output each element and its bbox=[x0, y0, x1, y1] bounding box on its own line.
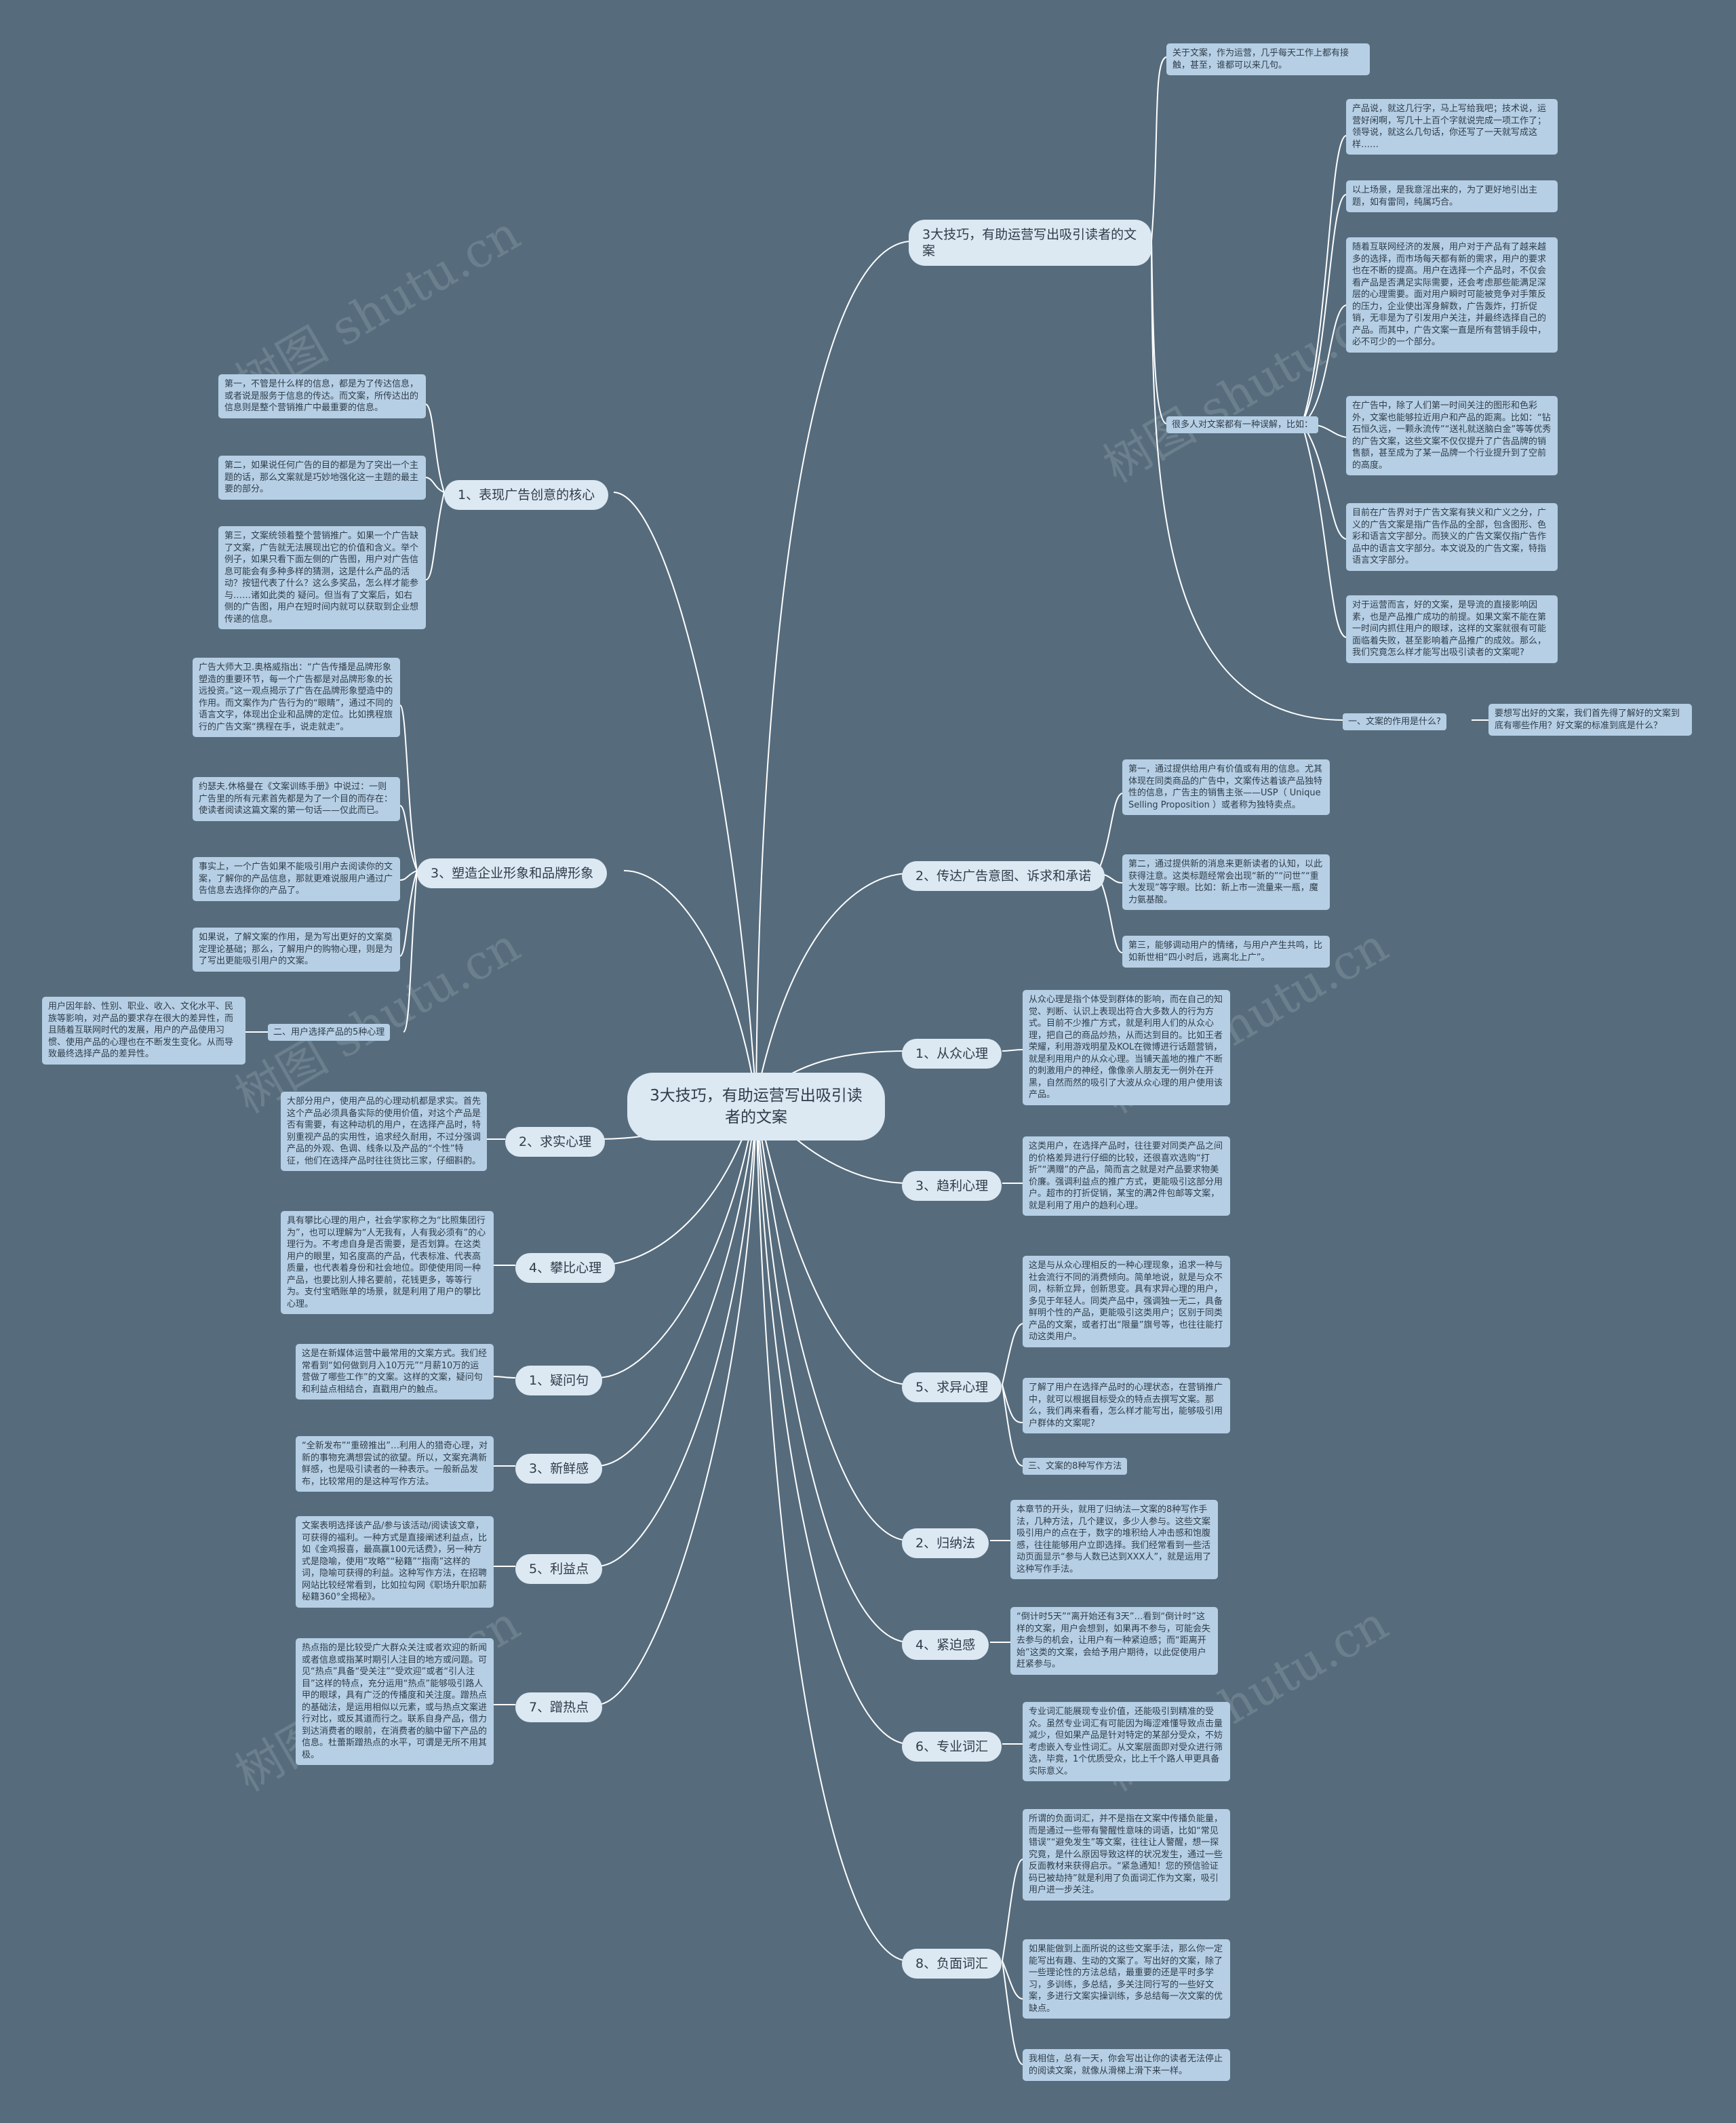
leaf-r4[interactable]: 这类用户，在选择产品时，往往要对同类产品之间的价格差异进行仔细的比较，还很喜欢选… bbox=[1023, 1136, 1230, 1216]
branch-brand-image[interactable]: 3、塑造企业形象和品牌形象 bbox=[417, 858, 608, 888]
note-copy-standard[interactable]: 要想写出好的文案，我们首先得了解好的文案到底有哪些作用？好文案的标准到底是什么？ bbox=[1488, 704, 1692, 736]
branch-convey-intent[interactable]: 2、传达广告意图、诉求和承诺 bbox=[902, 861, 1105, 891]
branch-profit-seeking[interactable]: 3、趋利心理 bbox=[902, 1171, 1002, 1201]
leaf-r9-c[interactable]: 我相信，总有一天，你会写出让你的读者无法停止的阅读文案，就像从滑梯上滑下来一样。 bbox=[1023, 2049, 1230, 2081]
branch-practical[interactable]: 2、求实心理 bbox=[505, 1127, 606, 1157]
leaf-l2-psychology[interactable]: 如果说，了解文案的作用，是为写出更好的文案奠定理论基础；那么，了解用户的购物心理… bbox=[193, 928, 400, 972]
leaf-r1-internet[interactable]: 随着互联网经济的发展，用户对于产品有了越来越多的选择，而市场每天都有新的需求，用… bbox=[1346, 237, 1558, 353]
leaf-r5-a[interactable]: 这是与从众心理相反的一种心理现象，追求一种与社会流行不同的消费倾向。简单地说，就… bbox=[1023, 1256, 1230, 1347]
root-topic[interactable]: 3大技巧，有助运营写出吸引读者的文案 bbox=[627, 1073, 885, 1140]
branch-herd-mentality[interactable]: 1、从众心理 bbox=[902, 1039, 1002, 1069]
branch-novelty-seeking[interactable]: 5、求异心理 bbox=[902, 1372, 1002, 1402]
leaf-r3[interactable]: 从众心理是指个体受到群体的影响，而在自己的知觉、判断、认识上表现出符合大多数人的… bbox=[1023, 990, 1230, 1105]
branch-main-topic[interactable]: 3大技巧，有助运营写出吸引读者的文案 bbox=[909, 220, 1151, 266]
leaf-l6[interactable]: “全新发布”“重磅推出”…利用人的猎奇心理，对新的事物充满想尝试的欲望。所以，文… bbox=[296, 1436, 494, 1492]
branch-urgency[interactable]: 4、紧迫感 bbox=[902, 1630, 989, 1660]
leaf-l2-ogilvy[interactable]: 广告大师大卫.奥格威指出：“广告传播是品牌形象塑造的重要环节，每一个广告都是对品… bbox=[193, 658, 400, 737]
leaf-r7[interactable]: “倒计时5天”“离开始还有3天”…看到“倒计时”这样的文案，用户会想到，如果再不… bbox=[1010, 1607, 1218, 1675]
sub-copy-role[interactable]: 一、文案的作用是什么? bbox=[1343, 713, 1446, 730]
leaf-r1-coincidence[interactable]: 以上场景，是我意淫出来的，为了更好地引出主题，如有雷同，纯属巧合。 bbox=[1346, 180, 1558, 212]
sub-eight-methods[interactable]: 三、文案的8种写作方法 bbox=[1023, 1458, 1128, 1475]
leaf-r2-first[interactable]: 第一，通过提供给用户有价值或有用的信息。尤其体现在同类商品的广告中，文案传达着该… bbox=[1122, 759, 1330, 815]
leaf-r1-scene[interactable]: 产品说，就这几行字，马上写给我吧；技术说，运营好闲啊，写几十上百个字就说完成一项… bbox=[1346, 99, 1558, 155]
leaf-r1-intro[interactable]: 关于文案，作为运营，几乎每天工作上都有接触，甚至，谁都可以来几句。 bbox=[1166, 43, 1370, 75]
leaf-r8[interactable]: 专业词汇能展现专业价值，还能吸引到精准的受众。虽然专业词汇有可能因为晦涩难懂导致… bbox=[1023, 1702, 1230, 1781]
leaf-r6[interactable]: 本章节的开头，就用了归纳法—文案的8种写作手法，几种方法，几个建议，多少人参与。… bbox=[1010, 1500, 1218, 1579]
leaf-l2-sugarman[interactable]: 约瑟夫.休格曼在《文案训练手册》中说过：一则广告里的所有元素首先都是为了一个目的… bbox=[193, 777, 400, 821]
leaf-r9-b[interactable]: 如果能做到上面所说的这些文案手法，那么你一定能写出有趣、生动的文案了。写出好的文… bbox=[1023, 1939, 1230, 2019]
branch-hot-topic[interactable]: 7、蹭热点 bbox=[515, 1692, 603, 1722]
leaf-r1-importance[interactable]: 对于运营而言，好的文案，是导流的直接影响因素，也是产品推广成功的前提。如果文案不… bbox=[1346, 595, 1558, 663]
branch-negative-terms[interactable]: 8、负面词汇 bbox=[902, 1949, 1002, 1979]
branch-benefit[interactable]: 5、利益点 bbox=[515, 1554, 603, 1584]
leaf-r9-a[interactable]: 所谓的负面词汇，并不是指在文案中传播负能量，而是通过一些带有警醒性意味的词语，比… bbox=[1023, 1809, 1230, 1901]
branch-question[interactable]: 1、疑问句 bbox=[515, 1366, 603, 1395]
branch-freshness[interactable]: 3、新鲜感 bbox=[515, 1454, 603, 1484]
leaf-r2-second[interactable]: 第二，通过提供新的消息来更新读者的认知，以此获得注意。这类标题经常会出现“新的”… bbox=[1122, 854, 1330, 910]
branch-comparison[interactable]: 4、攀比心理 bbox=[515, 1253, 616, 1283]
leaf-r5-b[interactable]: 了解了用户在选择产品时的心理状态，在营销推广中，就可以根据目标受众的特点去撰写文… bbox=[1023, 1378, 1230, 1433]
leaf-l3[interactable]: 大部分用户，使用产品的心理动机都是求实。首先这个产品必须具备实际的使用价值，对这… bbox=[281, 1092, 487, 1171]
sub-five-mentalities[interactable]: 二、用户选择产品的5种心理 bbox=[268, 1024, 391, 1041]
leaf-r1-ad-examples[interactable]: 在广告中，除了人们第一时间关注的图形和色彩外，文案也能够拉近用户和产品的距离。比… bbox=[1346, 396, 1558, 475]
sub-misconception[interactable]: 很多人对文案都有一种误解，比如： bbox=[1166, 416, 1319, 433]
leaf-l4[interactable]: 具有攀比心理的用户，社会学家称之为“比照集团行为”，也可以理解为“人无我有，人有… bbox=[281, 1211, 494, 1314]
leaf-l1-first[interactable]: 第一，不管是什么样的信息，都是为了传达信息，或者说是服务于信息的传达。而文案，所… bbox=[218, 374, 426, 418]
leaf-l8[interactable]: 热点指的是比较受广大群众关注或者欢迎的新闻或者信息或指某时期引人注目的地方或问题… bbox=[296, 1638, 494, 1765]
leaf-l2-user-diff[interactable]: 用户因年龄、性别、职业、收入、文化水平、民族等影响，对产品的要求存在很大的差异性… bbox=[42, 997, 245, 1065]
leaf-l7[interactable]: 文案表明选择该产品/参与该活动/阅读该文章，可获得的福利。一种方式是直接阐述利益… bbox=[296, 1516, 494, 1608]
leaf-l2-fact[interactable]: 事实上，一个广告如果不能吸引用户去阅读你的文案，了解你的产品信息，那就更难说服用… bbox=[193, 857, 400, 901]
branch-ad-core[interactable]: 1、表现广告创意的核心 bbox=[444, 480, 609, 510]
leaf-l1-third[interactable]: 第三，文案统领着整个营销推广。如果一个广告缺了文案，广告就无法展现出它的价值和含… bbox=[218, 526, 426, 629]
leaf-r1-definition[interactable]: 目前在广告界对于广告文案有狭义和广义之分，广义的广告文案是指广告作品的全部，包含… bbox=[1346, 503, 1558, 571]
leaf-l1-second[interactable]: 第二，如果说任何广告的目的都是为了突出一个主题的话，那么文案就是巧妙地强化这一主… bbox=[218, 456, 426, 500]
branch-professional-terms[interactable]: 6、专业词汇 bbox=[902, 1732, 1002, 1762]
leaf-r2-third[interactable]: 第三，能够调动用户的情绪，与用户产生共鸣，比如新世相“四小时后，逃离北上广”。 bbox=[1122, 936, 1330, 968]
branch-induction[interactable]: 2、归纳法 bbox=[902, 1528, 989, 1558]
leaf-l5[interactable]: 这是在新媒体运营中最常用的文案方式。我们经常看到“如何做到月入10万元”“月薪1… bbox=[296, 1344, 494, 1400]
